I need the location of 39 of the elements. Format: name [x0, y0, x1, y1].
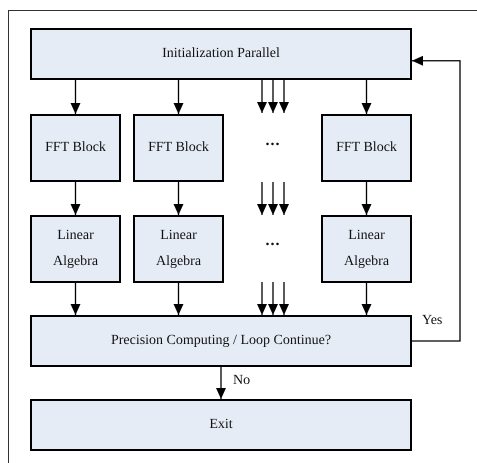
arrow [268, 282, 278, 315]
process-box [30, 28, 412, 80]
box-label: Linear Algebra [154, 227, 202, 271]
box-label: FFT Block [336, 139, 397, 157]
box-label: Precision Computing / Loop Continue? [110, 332, 332, 350]
process-box [321, 215, 412, 283]
arrow [174, 182, 184, 215]
arrow [268, 80, 278, 113]
arrow [412, 56, 461, 342]
edge-label: No [233, 373, 250, 389]
edge-label: Yes [422, 313, 442, 329]
arrow [362, 283, 372, 315]
process-box [133, 215, 224, 283]
arrow [70, 182, 80, 215]
arrow [257, 80, 267, 113]
process-box [30, 215, 121, 283]
arrow [174, 283, 184, 315]
box-label: Linear Algebra [52, 227, 100, 271]
ellipsis-label: ... [266, 232, 280, 250]
arrow [279, 282, 289, 315]
ellipsis-label: ... [266, 132, 280, 150]
box-label: FFT Block [148, 139, 209, 157]
process-box [30, 114, 121, 182]
arrow [70, 80, 80, 114]
box-label: Exit [209, 416, 233, 434]
box-label: FFT Block [45, 139, 106, 157]
arrow [174, 80, 184, 114]
arrow [216, 367, 226, 399]
process-box [30, 315, 412, 367]
arrow [362, 182, 372, 215]
box-label: Initialization Parallel [162, 45, 280, 63]
process-box [133, 114, 224, 182]
process-box [321, 114, 412, 182]
box-label: Linear Algebra [342, 227, 390, 271]
arrow [362, 80, 372, 114]
arrow [279, 80, 289, 113]
process-box [30, 399, 412, 451]
arrow [70, 283, 80, 315]
arrow [257, 282, 267, 315]
